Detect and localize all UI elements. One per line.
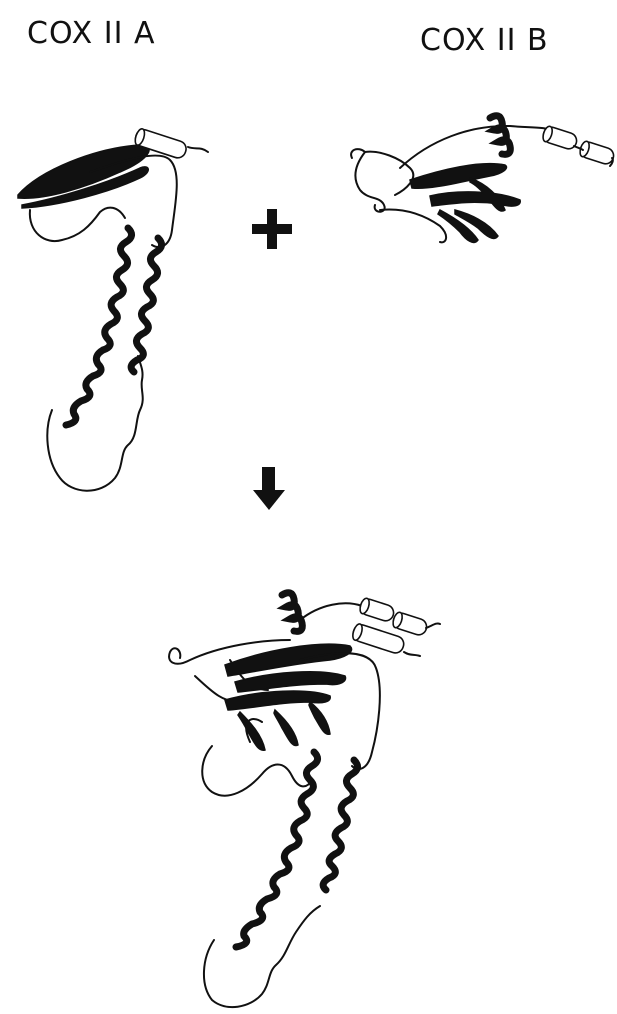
plus-sign-icon (252, 209, 292, 249)
cox-iib-helix (490, 116, 510, 155)
cox-iib-cylinder-2 (578, 140, 615, 166)
cox-iib-coil-lower (380, 210, 446, 243)
down-arrow-icon (253, 467, 285, 510)
complex-beta-1 (225, 644, 352, 676)
complex-beta-4 (238, 712, 265, 750)
cox-iia-tail (188, 147, 208, 152)
cox-iia-structure (18, 128, 208, 491)
complex-helix-right (323, 760, 357, 890)
complex-cylinder-1 (358, 597, 395, 623)
cox-iib-beta-2 (430, 192, 520, 206)
cox-iia-left-loop (30, 208, 125, 241)
cox-iib-cylinder-1 (541, 125, 578, 151)
cox-ii-complex-structure (169, 593, 440, 1007)
complex-beta-5 (274, 710, 298, 746)
complex-beta-2 (235, 672, 346, 692)
complex-cylinder-2 (391, 611, 428, 637)
complex-beta-6 (309, 702, 330, 734)
complex-left-loop (202, 746, 312, 796)
cox-iia-helix-left (66, 228, 132, 425)
cox-iib-beta-1 (410, 164, 507, 189)
complex-top-helix (282, 593, 302, 632)
cox-iia-helix-right (131, 238, 161, 372)
cox-iib-structure (351, 116, 616, 243)
